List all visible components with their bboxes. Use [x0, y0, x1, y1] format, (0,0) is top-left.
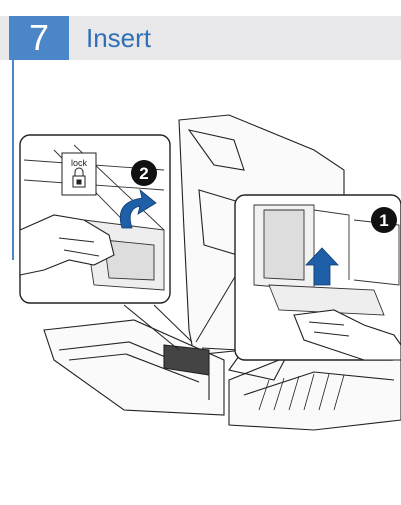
callout-1: 1 [379, 211, 388, 230]
printer-illustration: lock 2 1 [14, 110, 401, 440]
callout-2: 2 [139, 164, 148, 183]
inset-insert-detail: 1 [235, 195, 401, 360]
step-header: 7 Insert [0, 16, 401, 60]
step-title: Insert [86, 16, 151, 60]
step-number: 7 [9, 16, 69, 60]
inset-lock-detail: lock 2 [20, 135, 170, 303]
lock-label: lock [71, 158, 88, 168]
